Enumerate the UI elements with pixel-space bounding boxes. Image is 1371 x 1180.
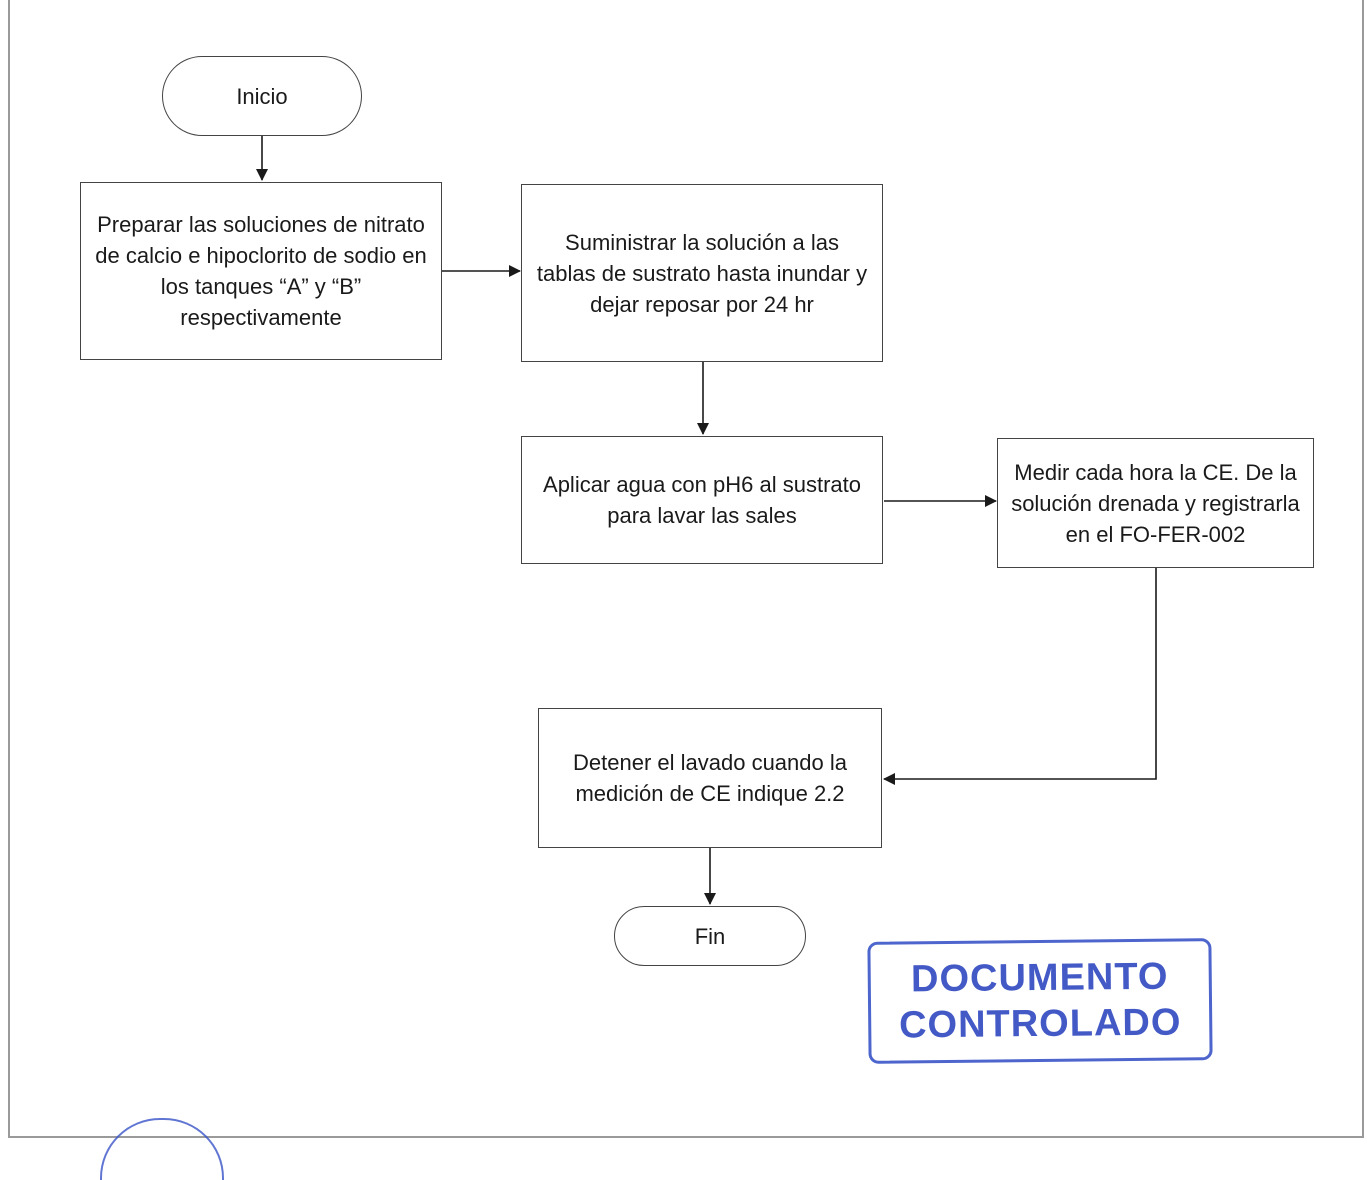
process-prepare-solutions: Preparar las soluciones de nitrato de ca… [80, 182, 442, 360]
end-label: Fin [694, 923, 726, 949]
process-stop-washing-label: Detener el lavado cuando la medición de … [573, 750, 847, 806]
process-measure-ce: Medir cada hora la CE. De la solución dr… [997, 438, 1314, 568]
process-apply-water-label: Aplicar agua con pH6 al sustrato para la… [543, 472, 861, 528]
connectors [256, 136, 1157, 905]
end-terminal: Fin [614, 906, 806, 966]
start-label: Inicio [236, 83, 288, 109]
start-terminal: Inicio [162, 56, 362, 136]
stamp-line-2: CONTROLADO [898, 1001, 1182, 1047]
process-measure-ce-label: Medir cada hora la CE. De la solución dr… [1011, 459, 1300, 547]
stamp-line-1: DOCUMENTO [910, 955, 1169, 1001]
process-supply-solution: Suministrar la solución a las tablas de … [521, 184, 883, 362]
process-prepare-solutions-label: Preparar las soluciones de nitrato de ca… [95, 212, 427, 330]
controlled-document-stamp: DOCUMENTO CONTROLADO [867, 938, 1213, 1064]
process-stop-washing: Detener el lavado cuando la medición de … [538, 708, 882, 848]
arrow-step4-to-step5 [883, 568, 1157, 785]
process-apply-water: Aplicar agua con pH6 al sustrato para la… [521, 436, 883, 564]
process-supply-solution-label: Suministrar la solución a las tablas de … [536, 229, 868, 317]
